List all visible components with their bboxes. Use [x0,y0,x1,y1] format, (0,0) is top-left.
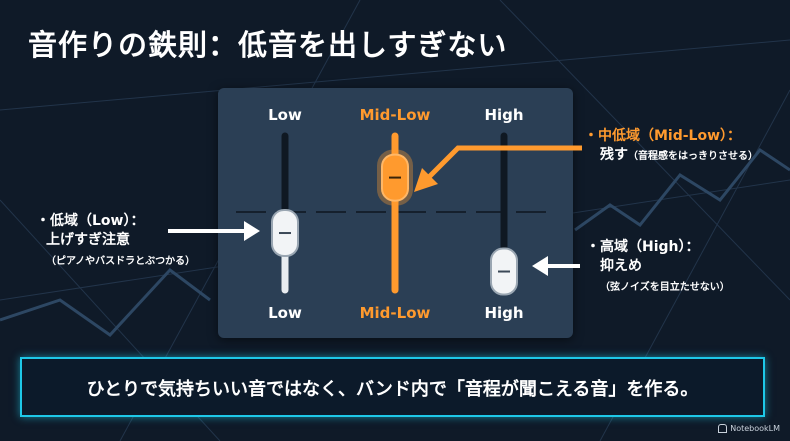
page-title: 音作りの鉄則：低音を出しすぎない [28,28,508,62]
annotation-low-note: （ピアノやバスドラとぶつかる） [46,256,196,267]
band-low-bottom-label: Low [268,304,302,322]
annotation-midlow-desc: 残す [600,147,628,163]
band-low-top-label: Low [268,106,302,124]
annotation-high-title: ・高域（High）： [586,239,700,255]
annotation-midlow-note: （音程感をはっきりさせる） [628,151,758,162]
notebooklm-logo: NotebookLM [718,424,780,433]
eq-sliders [236,132,555,296]
eq-panel: Low Mid-Low High Low Mid-Low High [218,88,573,338]
annotation-midlow: ・中低域（Mid-Low）： 残す（音程感をはっきりさせる） [584,127,758,166]
notebook-icon [718,424,728,433]
banner-text: ひとりで気持ちいい音ではなく、バンド内で「音程が聞こえる音」を作る。 [86,379,699,400]
logo-text: NotebookLM [730,424,780,433]
annotation-low-title: ・低域（Low）： [36,213,145,229]
annotation-low: ・低域（Low）： 上げすぎ注意 （ピアノやバスドラとぶつかる） [36,212,195,267]
annotation-high: ・高域（High）： 抑えめ （弦ノイズを目立たせない） [586,238,730,293]
annotation-high-note: （弦ノイズを目立たせない） [600,282,730,293]
band-high-bottom-label: High [484,304,524,322]
annotation-midlow-title: ・中低域（Mid-Low）： [584,128,742,144]
annotation-high-desc: 抑えめ [600,258,642,274]
bottom-banner: ひとりで気持ちいい音ではなく、バンド内で「音程が聞こえる音」を作る。 [20,357,765,417]
band-high-top-label: High [484,106,524,124]
annotation-low-desc: 上げすぎ注意 [46,232,130,248]
band-midlow-bottom-label: Mid-Low [359,304,431,322]
band-midlow-top-label: Mid-Low [359,106,431,124]
